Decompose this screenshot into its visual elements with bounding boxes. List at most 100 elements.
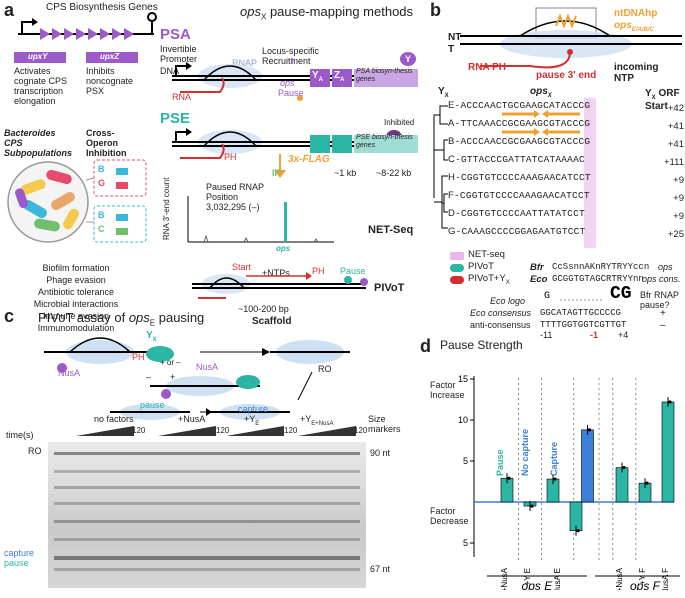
benefit-item: Immune evasion — [42, 311, 110, 321]
rna-count-label: RNA 3'-end count — [162, 177, 171, 240]
pause2-label: Pause — [340, 266, 366, 276]
psa-label: PSA — [160, 26, 191, 43]
seq-row-name: C — [448, 154, 456, 165]
pse-genes-label: PSE biosyn-thesis genes — [356, 134, 413, 149]
group-ye-nusa: +YE+NusA — [300, 414, 333, 427]
yx-orf-title: YX ORF Start — [645, 88, 680, 112]
benefit-item: Biofilm formation — [42, 263, 110, 273]
seq-row-c: C-GTTACCCGATTATCATAAAAC — [448, 154, 585, 165]
group-no-factors: no factors — [94, 414, 134, 424]
panel-c-title-sub: E — [149, 318, 156, 328]
anti-consensus-value: TTTTGGTGGTCGTTGT — [540, 320, 627, 330]
scaffold-label: Scaffold — [252, 316, 292, 327]
orf-value: +41 — [667, 139, 684, 150]
legend-pivot-swatch — [450, 264, 464, 272]
seq-row-b: B-ACCCAACCGCGAAGCGTACCCG — [448, 136, 591, 147]
seq-row-seq: CGGTGTCCCCAATTATATCCT — [460, 208, 585, 219]
seq-row-name: A — [448, 118, 455, 129]
net-seq-label: NET-Seq — [368, 224, 414, 236]
upxZ-description: Inhibits noncognate PSX — [86, 66, 134, 96]
orf-value: +9 — [673, 211, 684, 222]
size-markers-label: Size markers — [368, 414, 401, 434]
subpop-title: Bacteroides CPS Subpopulations — [4, 128, 72, 158]
benefit-item: Immunomodulation — [37, 323, 115, 333]
svg-text:G: G — [544, 291, 550, 302]
cell-letter-b1: B — [98, 164, 105, 174]
benefits-list: Biofilm formation Phage evasion Antibiot… — [6, 262, 146, 334]
benefit-item: Microbial interactions — [33, 299, 119, 309]
seq-row-name: D — [448, 208, 456, 219]
method-title: opsX pause-mapping methods — [240, 4, 413, 22]
cell-letter-g: G — [98, 178, 106, 188]
orf-value: +41 — [667, 121, 684, 132]
benefit-item: Antibiotic tolerance — [37, 287, 115, 297]
seq-row-seq: CGGTGTCCCCAAAGAACATCCT — [459, 190, 590, 201]
bfr-rnap-pause-label: Bfr RNAP pause? — [640, 290, 679, 310]
plus-or-minus-label: + or – — [160, 358, 181, 367]
orf-value: +42 — [667, 103, 684, 114]
ntdnahp-label: ntDNAhp — [614, 8, 658, 19]
opsx-column-label: opsX — [530, 86, 552, 99]
eco-consensus-seq: GCGGTGTAGCRTRYYnn — [552, 274, 644, 284]
data-point — [668, 400, 672, 404]
seq-row-d: D-CGGTGTCCCCAATTATATCCT — [448, 208, 585, 219]
eco-consensus-value: GGCATAGTTGCCCCG — [540, 308, 622, 318]
pause-complex-diagram — [460, 7, 682, 69]
seq-row-seq: CAAAGCCCCGGAGAATGTCCT — [461, 226, 586, 237]
time-gradient-wedges — [76, 426, 356, 436]
pos-minus1: -1 — [590, 330, 599, 340]
gel-band — [54, 486, 360, 489]
gel-band — [54, 568, 360, 571]
legend-net-seq-swatch — [450, 252, 464, 260]
data-point — [576, 529, 580, 533]
y-tick-label: 15 — [458, 374, 468, 384]
bfr-label: Bfr — [530, 262, 544, 273]
ph2-label: PH — [312, 266, 325, 276]
eco-cons-label: ops cons. — [642, 274, 681, 284]
bar — [581, 429, 594, 503]
yx-orf-y: Y — [645, 88, 652, 99]
za-gene: ZA — [334, 70, 345, 83]
data-point — [507, 476, 511, 480]
data-point — [553, 477, 557, 481]
data-point — [530, 504, 534, 508]
category-label: +Y +NusA E — [553, 568, 562, 590]
pause-3end-label: pause 3' end — [536, 70, 597, 81]
time-max-1: 120 — [132, 426, 146, 435]
pos-minus11: -11 — [540, 330, 553, 340]
phylogeny-tree — [433, 105, 448, 229]
bfr-consensus: CcSsnnAKnRYTRYYccn — [552, 262, 650, 272]
ops-variant-sub: E/A/B/C — [631, 27, 654, 33]
gel-ro-label: RO — [28, 446, 42, 456]
gel-image — [48, 442, 366, 588]
method-title-suffix: pause-mapping methods — [269, 4, 414, 19]
gel-band — [54, 470, 360, 473]
category-label: +NusA — [615, 567, 624, 590]
inhibited-label: Inhibited — [384, 118, 415, 127]
minus-label: – — [146, 372, 152, 382]
eco-logo-label: Eco logo — [490, 296, 526, 306]
gel-band — [54, 520, 360, 523]
psa-invertible-promoter: Invertible Promoter — [160, 44, 198, 64]
gel-pause-label: pause — [4, 558, 29, 568]
ph-label: PH — [224, 152, 237, 162]
group-ye-text: +Y — [244, 414, 256, 424]
category-label: +NusA — [500, 567, 509, 590]
yx-column-label: YX — [438, 86, 449, 99]
legend-pivot-yx-text: PIVoT+Y — [468, 273, 506, 284]
dist-8-22kb: ~8-22 kb — [376, 168, 412, 178]
za-label: Z — [334, 70, 341, 81]
pos-plus4: +4 — [618, 330, 629, 340]
ylabel-decrease: Factor Decrease — [430, 506, 469, 526]
hairpin-arrows — [502, 110, 580, 136]
method-title-ops: ops — [240, 4, 261, 19]
seq-row-g: G-CAAAGCCCCGGAGAATGTCCT — [448, 226, 586, 237]
seq-row-seq: ACCCAACCGCGAAGCGTACCCG — [460, 136, 591, 147]
plus-label: + — [170, 372, 176, 382]
pivot-scaffold-diagram — [192, 272, 368, 299]
group-label: ops E — [522, 579, 554, 590]
gel-band — [54, 538, 360, 541]
nusa-label: NusA — [58, 368, 81, 378]
t-label: T — [448, 44, 455, 55]
ops-pause-label: ops — [280, 78, 295, 88]
